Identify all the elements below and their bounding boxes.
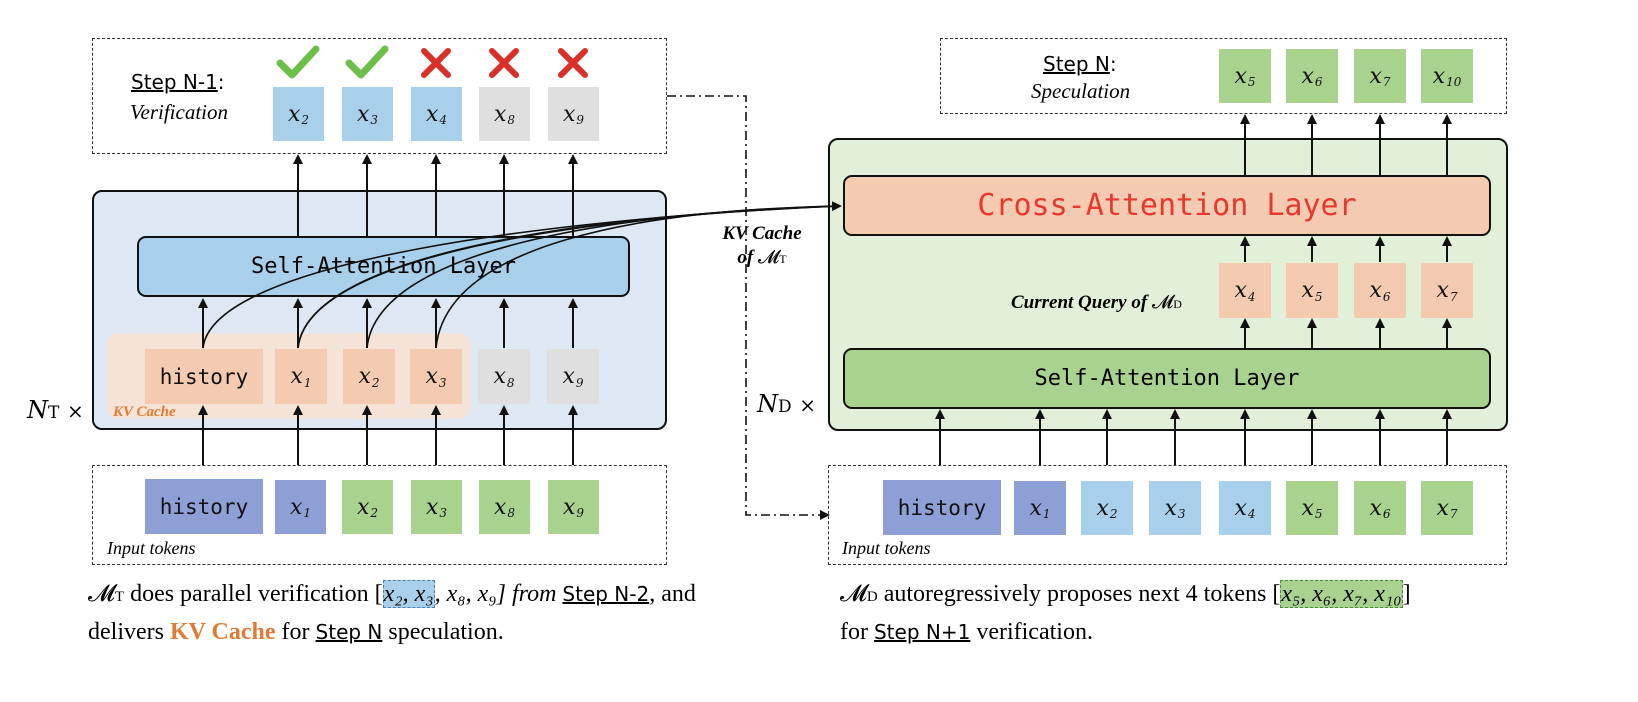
check-icon [276, 45, 320, 79]
step-n-label: Step N [1043, 52, 1110, 76]
verification-label: Verification [130, 100, 228, 124]
step-n-2-ref: Step N-2 [562, 582, 650, 606]
step-n-1-title: Step N-1: [131, 70, 225, 94]
self-attention-layer-draft: Self-Attention Layer [843, 348, 1491, 409]
speculation-box [940, 38, 1507, 114]
step-n-ref: Step N [315, 620, 383, 644]
caption-target: 𝓜T does parallel verification [x₂, x₃, x… [88, 580, 696, 645]
nt-repeat-label: NT × [27, 396, 84, 424]
current-query-label: Current Query of 𝓜D [1011, 292, 1182, 313]
self-attention-layer-target: Self-Attention Layer [137, 236, 630, 297]
speculation-label: Speculation [1031, 79, 1131, 103]
nd-repeat-label: ND × [757, 390, 817, 418]
caption-draft: 𝓜D autoregressively proposes next 4 toke… [840, 580, 1411, 645]
cross-attention-layer: Cross-Attention Layer [843, 175, 1491, 236]
kv-cache-flow-curve [366, 205, 841, 349]
history-input-token-draft: history [883, 480, 1001, 535]
input-tokens-label-draft: Input tokens [842, 538, 931, 558]
step-n-1-label: Step N-1 [131, 70, 218, 94]
cross-icon [421, 48, 451, 78]
step-n-plus-1-ref: Step N+1 [873, 620, 971, 644]
input-tokens-box-target [92, 465, 667, 565]
kv-cache-label: KV Cache [113, 404, 176, 420]
verified-tokens-highlight: x₂, x₃ [382, 580, 435, 608]
history-input-token: history [145, 479, 263, 534]
step-connector-line [667, 95, 830, 520]
check-icon [345, 45, 389, 79]
proposed-tokens-highlight: x₅, x₆, x₇, x₁₀ [1280, 580, 1403, 608]
step-n-title: Step N: [1043, 52, 1117, 76]
cross-icon [558, 48, 588, 78]
cross-icon [489, 48, 519, 78]
verification-box [92, 38, 667, 154]
kv-cache-transfer-label: KV Cache of 𝓜T [722, 223, 802, 268]
kv-cache-flow-curve [435, 201, 842, 349]
kv-cache-caption: KV Cache [169, 619, 276, 645]
history-hidden-token: history [145, 349, 263, 404]
input-tokens-label-target: Input tokens [107, 538, 196, 558]
